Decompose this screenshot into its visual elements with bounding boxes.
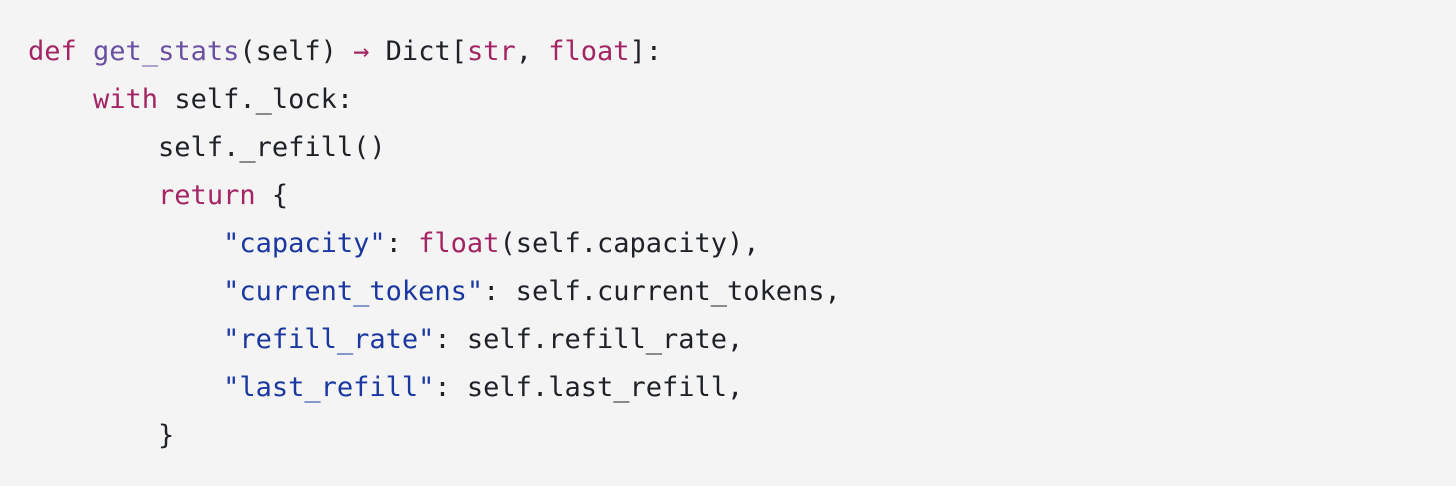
code-token-keyword: float xyxy=(418,228,500,259)
code-indent xyxy=(28,180,158,211)
code-token-plain: : xyxy=(385,228,419,259)
code-token-keyword: def xyxy=(28,36,77,67)
code-token-keyword: → xyxy=(353,36,370,67)
code-token-plain: self._refill() xyxy=(158,132,386,163)
code-indent xyxy=(28,84,93,115)
code-token-plain: Dict[ xyxy=(369,36,467,67)
code-token-string: "current_tokens" xyxy=(223,276,484,307)
code-indent xyxy=(28,324,223,355)
code-token-keyword: with xyxy=(93,84,159,115)
code-token-plain: ]: xyxy=(629,36,663,67)
code-token-plain xyxy=(77,36,93,67)
code-token-keyword: return xyxy=(158,180,256,211)
code-line: "capacity": float(self.capacity), xyxy=(28,220,1432,268)
code-token-plain: : self.current_tokens, xyxy=(483,276,841,307)
code-indent xyxy=(28,276,223,307)
code-indent xyxy=(28,132,158,163)
code-line: "last_refill": self.last_refill, xyxy=(28,364,1432,412)
code-indent xyxy=(28,372,223,403)
code-indent xyxy=(28,228,223,259)
code-line: } xyxy=(28,412,1432,460)
code-line: self._refill() xyxy=(28,124,1432,172)
code-token-plain: , xyxy=(515,36,549,67)
code-token-string: "refill_rate" xyxy=(223,324,435,355)
code-token-string: "last_refill" xyxy=(223,372,435,403)
code-token-plain: self._lock: xyxy=(158,84,354,115)
code-indent xyxy=(28,420,158,451)
code-token-plain: (self) xyxy=(239,36,354,67)
code-token-keyword: str xyxy=(466,36,516,67)
code-line: with self._lock: xyxy=(28,76,1432,124)
code-line: "current_tokens": self.current_tokens, xyxy=(28,268,1432,316)
code-token-keyword: float xyxy=(548,36,630,67)
code-token-string: "capacity" xyxy=(223,228,386,259)
code-line: "refill_rate": self.refill_rate, xyxy=(28,316,1432,364)
code-token-plain: (self.capacity), xyxy=(499,228,760,259)
code-token-function: get_stats xyxy=(93,36,240,67)
code-token-plain: : self.last_refill, xyxy=(434,372,744,403)
code-line: def get_stats(self) → Dict[str, float]: xyxy=(28,28,1432,76)
code-token-plain: } xyxy=(158,420,175,451)
code-line: return { xyxy=(28,172,1432,220)
code-token-plain: { xyxy=(255,180,289,211)
code-token-plain: : self.refill_rate, xyxy=(434,324,744,355)
